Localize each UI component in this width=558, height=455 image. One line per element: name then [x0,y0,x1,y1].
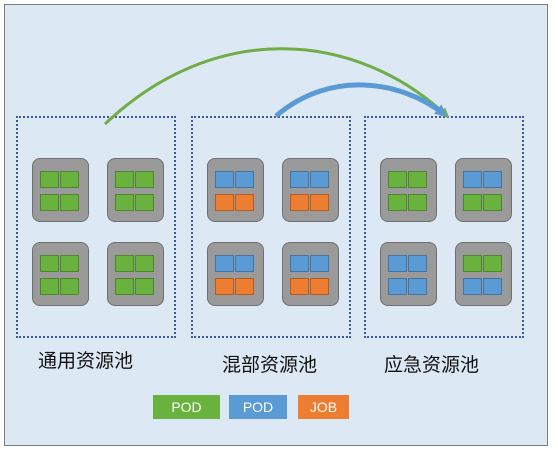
pod-slot [483,194,502,211]
node [107,242,164,306]
pool-general [16,116,176,338]
pod-slot [290,171,309,188]
pod-slot [310,255,329,272]
legend-pod-green: POD [153,395,220,419]
job-slot [235,194,254,211]
pool-mixed [191,116,351,338]
pod-slot [115,255,134,272]
node [32,158,89,222]
job-slot [310,278,329,295]
pod-slot [463,171,482,188]
job-slot [290,194,309,211]
pod-slot [115,194,134,211]
pod-slot [60,171,79,188]
pod-slot [388,278,407,295]
pod-slot [408,171,427,188]
pod-slot [290,255,309,272]
node [455,158,512,222]
pod-slot [40,171,59,188]
pod-slot [463,194,482,211]
job-slot [235,278,254,295]
pod-slot [483,278,502,295]
pod-slot [135,194,154,211]
node [207,158,264,222]
pod-slot [135,171,154,188]
pod-slot [40,278,59,295]
job-slot [310,194,329,211]
pod-slot [215,255,234,272]
pod-slot [408,278,427,295]
pod-slot [135,255,154,272]
node [107,158,164,222]
pod-slot [408,194,427,211]
pod-slot [388,171,407,188]
pod-slot [115,278,134,295]
pool-label-mixed: 混部资源池 [222,354,318,376]
job-slot [290,278,309,295]
node [380,242,437,306]
pod-slot [60,255,79,272]
pod-slot [115,171,134,188]
pod-slot [40,255,59,272]
pod-slot [483,171,502,188]
pod-slot [135,278,154,295]
pool-label-general: 通用资源池 [38,350,134,372]
node [455,242,512,306]
pod-slot [60,278,79,295]
pod-slot [483,255,502,272]
pod-slot [235,171,254,188]
pod-slot [310,171,329,188]
job-slot [215,278,234,295]
pod-slot [388,194,407,211]
pod-slot [388,255,407,272]
node [282,242,339,306]
pod-slot [215,171,234,188]
legend-job-orange: JOB [298,395,349,419]
pool-emergency [364,116,524,338]
node [282,158,339,222]
pod-slot [408,255,427,272]
node [207,242,264,306]
legend-pod-blue: POD [229,395,287,419]
node [32,242,89,306]
job-slot [215,194,234,211]
pod-slot [235,255,254,272]
pod-slot [40,194,59,211]
node [380,158,437,222]
pool-label-emergency: 应急资源池 [384,354,480,376]
pod-slot [463,278,482,295]
pod-slot [60,194,79,211]
pod-slot [463,255,482,272]
